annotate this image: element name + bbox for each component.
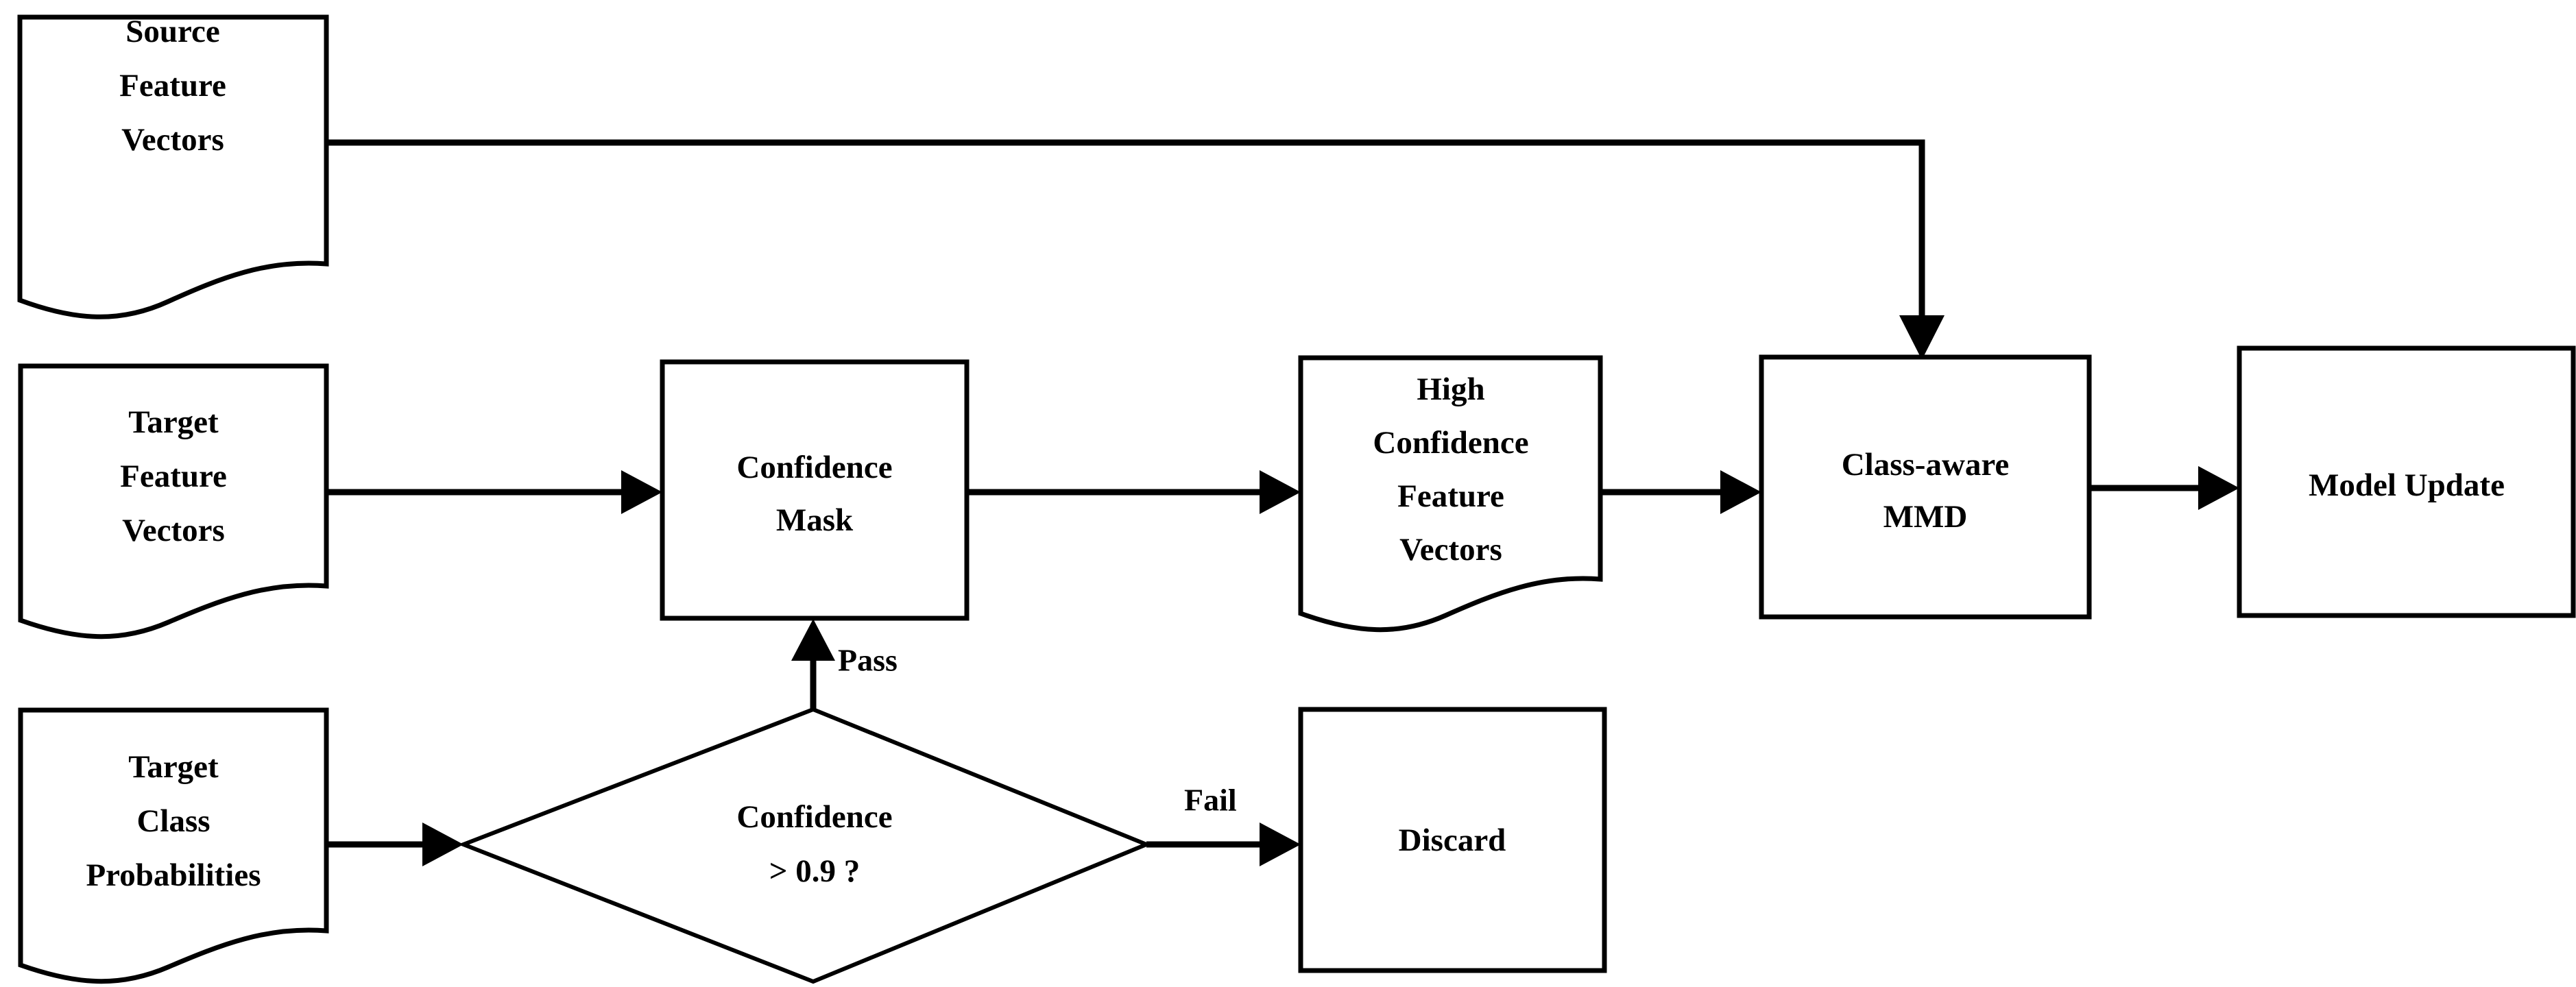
source-feature-vectors-label-1: Source bbox=[125, 14, 220, 49]
confidence-decision-label-2: > 0.9 ? bbox=[769, 853, 860, 889]
edge-highconf-to-mmd bbox=[1600, 470, 1761, 514]
edge-label-pass: Pass bbox=[838, 643, 898, 678]
node-target-class-probabilities[interactable]: Target Class Probabilities bbox=[18, 707, 329, 984]
high-confidence-label-1: High bbox=[1417, 371, 1484, 407]
target-class-probabilities-label-2: Class bbox=[136, 803, 210, 839]
high-confidence-label-2: Confidence bbox=[1373, 425, 1528, 461]
high-confidence-label-4: Vectors bbox=[1399, 532, 1502, 568]
class-aware-mmd-label-1: Class-aware bbox=[1842, 447, 2010, 483]
node-target-feature-vectors[interactable]: Target Feature Vectors bbox=[18, 363, 329, 639]
node-confidence-decision[interactable]: Confidence > 0.9 ? bbox=[457, 707, 1152, 984]
confidence-decision-label-1: Confidence bbox=[736, 799, 892, 835]
node-high-confidence-feature-vectors[interactable]: High Confidence Feature Vectors bbox=[1298, 355, 1603, 633]
edge-mmd-to-update bbox=[2089, 466, 2239, 510]
target-feature-vectors-label-3: Vectors bbox=[122, 513, 225, 548]
discard-label-1: Discard bbox=[1399, 822, 1506, 858]
target-feature-vectors-label-1: Target bbox=[128, 404, 219, 440]
target-feature-vectors-label-2: Feature bbox=[120, 459, 227, 494]
target-class-probabilities-label-3: Probabilities bbox=[86, 857, 261, 893]
high-confidence-label-3: Feature bbox=[1397, 478, 1504, 514]
node-discard[interactable]: Discard bbox=[1298, 707, 1607, 973]
edge-decision-fail bbox=[1146, 822, 1301, 866]
node-confidence-mask[interactable]: Confidence Mask bbox=[660, 359, 970, 621]
edge-probs-to-decision bbox=[325, 822, 464, 866]
source-feature-vectors-label-3: Vectors bbox=[121, 122, 224, 158]
edge-decision-pass bbox=[791, 619, 835, 709]
node-class-aware-mmd[interactable]: Class-aware MMD bbox=[1759, 354, 2092, 620]
edge-target-to-mask bbox=[325, 470, 662, 514]
edge-label-fail: Fail bbox=[1184, 783, 1237, 818]
target-class-probabilities-label-1: Target bbox=[128, 749, 219, 785]
node-model-update[interactable]: Model Update bbox=[2237, 345, 2576, 618]
confidence-mask-label-1: Confidence bbox=[736, 450, 892, 485]
edge-mask-to-highconf bbox=[967, 470, 1301, 514]
model-update-label-1: Model Update bbox=[2309, 467, 2505, 503]
class-aware-mmd-label-2: MMD bbox=[1883, 499, 1968, 535]
source-feature-vectors-label-2: Feature bbox=[119, 68, 226, 103]
node-source-feature-vectors[interactable]: Source Feature Vectors bbox=[17, 14, 329, 319]
edge-source-to-mmd bbox=[325, 139, 1945, 360]
confidence-mask-label-2: Mask bbox=[776, 502, 854, 538]
